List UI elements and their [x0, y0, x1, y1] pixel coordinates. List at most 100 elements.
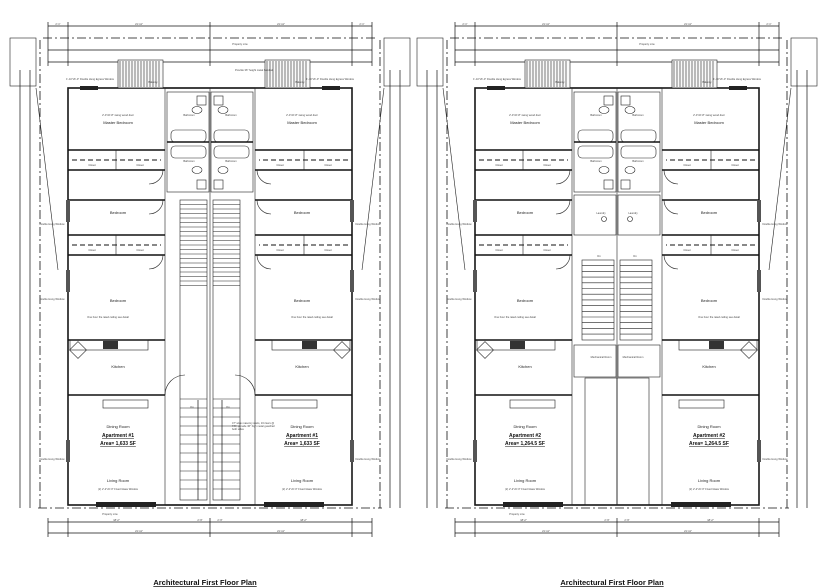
toilet-icon	[191, 166, 203, 174]
dimension-text: 2'-1"	[55, 22, 60, 26]
window	[473, 200, 477, 222]
room-label-kitchen: Kitchen	[518, 364, 531, 369]
kitchen-counter	[69, 339, 149, 351]
apartment-name: Apartment #1	[286, 433, 318, 439]
stair-direction: Dn	[633, 254, 637, 258]
room-label-living-room: Living Room	[514, 478, 537, 483]
apartment-area: Area= 1,264.5 SF	[689, 441, 729, 447]
room-label-closet: Closet	[731, 248, 739, 252]
dimension-text: 2'-1"	[766, 22, 771, 26]
room-label-bathroom: Bathroom	[225, 159, 236, 163]
room-label-closet: Closet	[88, 248, 96, 252]
room-label-bathroom: Bathroom	[225, 113, 236, 117]
room-label-bedroom: Bedroom	[517, 210, 534, 215]
bathtub-icon	[620, 145, 657, 159]
dimension-text: 2'-9"	[197, 518, 202, 522]
door-note: 2'-0"x6'-8" swing wood door	[102, 113, 134, 117]
toilet-icon	[598, 106, 610, 114]
egress-window	[322, 86, 340, 90]
dimension-text: 2'-9"	[604, 518, 609, 522]
room-label-closet: Closet	[324, 163, 332, 167]
leader-line	[35, 87, 59, 271]
corner-note-box	[383, 37, 411, 87]
stair	[179, 199, 208, 501]
room-label-bathroom: Bathroom	[590, 159, 601, 163]
dimension-text: 2'-1"	[462, 22, 467, 26]
room-label-bathroom: Bathroom	[632, 113, 643, 117]
stair-direction: Dn	[226, 405, 230, 409]
property-line-label: Property Line	[509, 512, 525, 516]
dimension-text: 2'-1"	[359, 22, 364, 26]
dimension-text: 18'-2"	[707, 518, 714, 522]
balcony-label: Balcony	[702, 80, 712, 84]
bedroom-door-swing	[555, 254, 571, 270]
door-note: 2'-0"x6'-8" swing wood door	[693, 113, 725, 117]
window-note: 1'-10"x6'-0" Double Hung Egress Window	[713, 77, 761, 81]
toilet-icon	[217, 106, 229, 114]
corridor	[584, 377, 618, 506]
kitchen-counter	[678, 339, 758, 351]
leader-line	[768, 87, 792, 271]
kitchen-island	[509, 399, 556, 409]
bedroom-door-swing	[148, 254, 164, 270]
laundry-room	[617, 194, 661, 236]
room-label-bedroom: Bedroom	[701, 210, 718, 215]
room-label-closet: Closet	[136, 248, 144, 252]
toilet-icon	[624, 106, 636, 114]
stove-icon	[709, 341, 724, 349]
room-label-dining-room: Dining Room	[513, 424, 537, 429]
handrail-note: Provide 36" height metal handrail	[235, 68, 274, 72]
room-label-kitchen: Kitchen	[111, 364, 124, 369]
leader-line	[442, 87, 466, 271]
door-swing	[234, 374, 256, 396]
bathtub-icon	[170, 145, 207, 159]
room-label-kitchen: Kitchen	[702, 364, 715, 369]
bedroom-door-swing	[256, 169, 272, 185]
room-label-closet: Closet	[88, 163, 96, 167]
apartment-area: Area= 1,264.5 SF	[505, 441, 545, 447]
dimension-text: 21'-11"	[684, 529, 692, 533]
room-label-bathroom: Bathroom	[183, 159, 194, 163]
dimension-text: 21'-11"	[135, 22, 143, 26]
door-note: 2'-0"x6'-8" swing wood door	[286, 113, 318, 117]
kitchen-island	[102, 399, 149, 409]
room-label-master-bedroom: Master Bedroom	[694, 120, 724, 125]
window	[66, 440, 70, 462]
window-note: Double Hung Window	[446, 297, 471, 301]
property-line-label: Property Line	[232, 42, 248, 46]
ceiling-note: One hour fire rated ceiling see detail	[494, 315, 536, 319]
balcony-label: Balcony	[148, 80, 158, 84]
mechanical-room	[617, 344, 661, 378]
door-swing	[164, 374, 186, 396]
sink-icon	[69, 341, 87, 359]
dimension-text: 21'-11"	[542, 529, 550, 533]
bedroom-door-swing	[663, 199, 679, 215]
stair-note: 47" wide masonry stairs, 16 risers @ 7.5…	[232, 422, 275, 432]
sink-icon	[213, 95, 224, 106]
window-note: Double Hung Window	[39, 457, 64, 461]
kitchen-island	[678, 399, 725, 409]
fixed-glass-window	[96, 502, 156, 507]
fixed-glass-window	[264, 502, 324, 507]
window	[757, 200, 761, 222]
dimension-text: 21'-11"	[277, 529, 285, 533]
toilet-icon	[191, 106, 203, 114]
window	[473, 440, 477, 462]
toilet-icon	[598, 166, 610, 174]
room-label-laundry: Laundry	[596, 211, 606, 215]
corridor	[616, 377, 650, 506]
toilet-icon	[624, 166, 636, 174]
dimension-text: 18'-2"	[520, 518, 527, 522]
bathtub-icon	[170, 129, 207, 143]
window	[66, 200, 70, 222]
room-label-closet: Closet	[495, 248, 503, 252]
bathtub-icon	[577, 129, 614, 143]
room-label-master-bedroom: Master Bedroom	[103, 120, 133, 125]
room-label-closet: Closet	[324, 248, 332, 252]
floor-plan-2: 21'-11"21'-11"21'-11"21'-11"2'-1"2'-1"18…	[416, 22, 818, 587]
bathtub-icon	[213, 129, 250, 143]
room-label-closet: Closet	[683, 163, 691, 167]
